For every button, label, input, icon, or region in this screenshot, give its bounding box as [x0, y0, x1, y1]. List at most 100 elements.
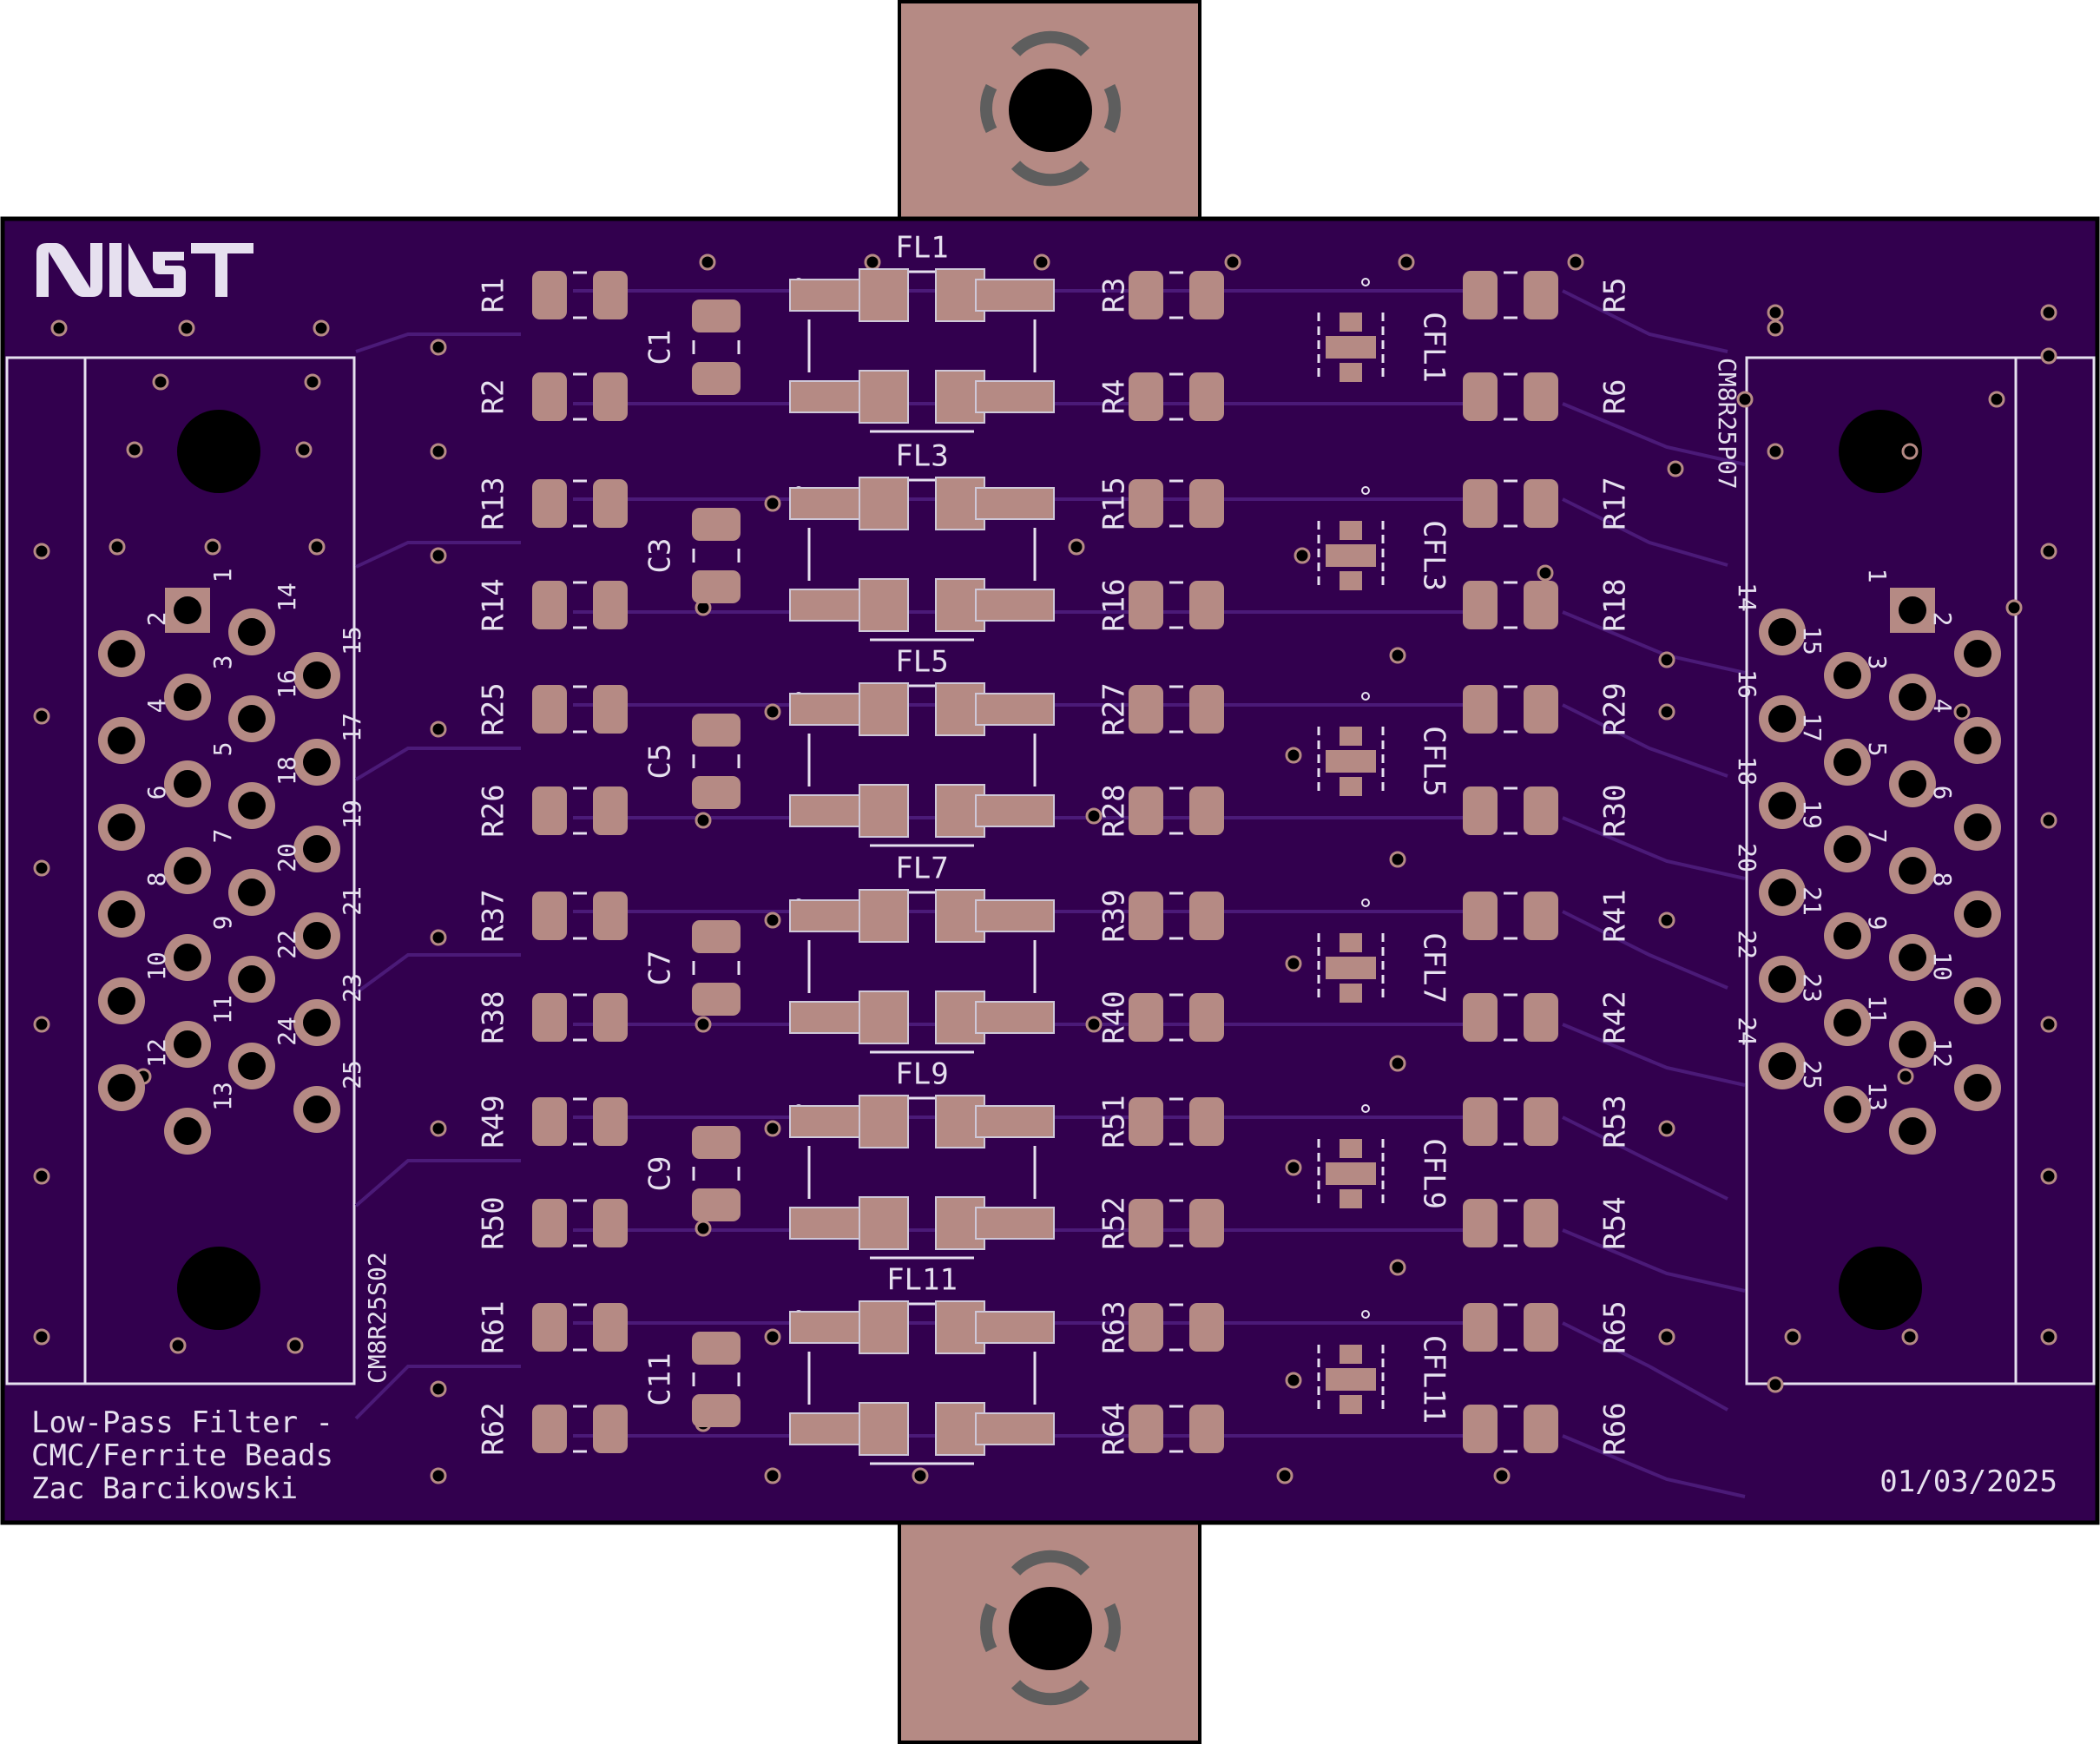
choke-pad	[975, 589, 1055, 622]
left-connector-outline	[5, 356, 356, 1385]
pin-label: 16	[1733, 669, 1761, 699]
via-icon	[50, 319, 68, 337]
via-icon	[430, 1120, 447, 1137]
via-icon	[109, 538, 126, 556]
pin-hole-icon	[108, 813, 135, 841]
left-connector-pins: 1234567891011121314151617181920212223242…	[98, 569, 366, 1155]
resistor-pad	[1524, 786, 1558, 835]
via-icon	[430, 721, 447, 738]
via-icon	[1658, 703, 1675, 721]
resistor-label: R38	[477, 990, 511, 1043]
via-icon	[1389, 851, 1406, 868]
choke-pad	[859, 1402, 909, 1456]
resistor-pad	[593, 1405, 628, 1453]
pin-hole-icon	[174, 770, 201, 798]
pin-hole-icon	[238, 1052, 266, 1080]
choke-pad	[859, 990, 909, 1044]
ferrite-pad	[1340, 1189, 1362, 1208]
resistor-label: R52	[1097, 1196, 1132, 1249]
pin-label: 20	[273, 843, 301, 872]
via-icon	[313, 319, 330, 337]
resistor-pad	[1129, 271, 1163, 319]
resistor-pad	[532, 1405, 567, 1453]
resistor-label: R16	[1097, 578, 1132, 631]
pin-label: 25	[338, 1060, 366, 1089]
resistor-pad	[1463, 372, 1498, 421]
pin-label: 6	[1928, 786, 1957, 800]
trace-line	[1562, 1321, 1728, 1412]
via-icon	[1389, 1259, 1406, 1276]
pin-label: 15	[338, 626, 366, 655]
choke-pad	[975, 487, 1055, 520]
via-icon	[1068, 538, 1085, 556]
via-icon	[1667, 460, 1684, 477]
resistor-label: R64	[1097, 1402, 1132, 1455]
trace-line	[1562, 1434, 1746, 1498]
resistor-pad	[1463, 271, 1498, 319]
pin-hole-icon	[238, 705, 266, 733]
resistor-pad	[1524, 1097, 1558, 1146]
resistor-label: R53	[1598, 1095, 1633, 1148]
choke-pad	[789, 1001, 869, 1034]
via-icon	[2005, 599, 2023, 616]
via-icon	[1285, 955, 1302, 972]
resistor-pad	[1129, 993, 1163, 1042]
choke-pad	[789, 1207, 869, 1240]
pin-label: 20	[1733, 843, 1761, 872]
trace-line	[1562, 402, 1746, 466]
resistor-pad	[1463, 993, 1498, 1042]
pin-label: 10	[142, 951, 171, 981]
note-line-2: CMC/Ferrite Beads	[31, 1438, 333, 1473]
via-icon	[1033, 253, 1050, 271]
resistor-label: R25	[477, 682, 511, 735]
capacitor-pad	[692, 714, 741, 747]
pin-hole-icon	[1833, 1009, 1861, 1037]
trace-line	[1562, 497, 1728, 567]
pin-hole-icon	[1964, 640, 1991, 668]
via-icon	[2040, 1016, 2057, 1033]
resistor-label: R18	[1598, 578, 1633, 631]
filter-label: FL9	[895, 1057, 948, 1092]
pin-hole-icon	[1899, 944, 1926, 971]
resistor-pad	[1524, 1405, 1558, 1453]
pin-hole-icon	[1964, 987, 1991, 1015]
via-icon	[764, 1120, 781, 1137]
right-connector-label: CM8R25P07	[1713, 358, 1741, 490]
pin-hole-icon	[1899, 770, 1926, 798]
pin-label: 5	[208, 742, 237, 757]
choke-pad	[975, 1105, 1055, 1138]
capacitor-label: C5	[643, 744, 678, 780]
pin-hole-icon	[303, 922, 331, 950]
via-icon	[308, 538, 326, 556]
via-icon	[764, 911, 781, 929]
pin-label: 8	[1928, 872, 1957, 887]
left-connector-label: CM8R25S02	[363, 1252, 392, 1384]
ferrite-pad	[1340, 1395, 1362, 1414]
resistor-pad	[1189, 786, 1224, 835]
mounting-hole-icon	[1009, 1587, 1092, 1670]
pin-hole-icon	[1833, 835, 1861, 863]
trace-line	[1562, 703, 1728, 778]
pin1-dot-icon	[1361, 278, 1370, 286]
choke-pad	[789, 794, 869, 827]
capacitor-pad	[692, 299, 741, 332]
right-connector-outline	[1745, 356, 2096, 1385]
capacitor-pad	[692, 920, 741, 953]
via-icon	[430, 1380, 447, 1398]
ferrite-pad	[1340, 777, 1362, 796]
choke-pad	[789, 589, 869, 622]
pin-hole-icon	[174, 596, 201, 624]
pin1-dot-icon	[1361, 1310, 1370, 1319]
resistor-pad	[532, 1303, 567, 1352]
resistor-pad	[1129, 786, 1163, 835]
choke-pad	[975, 693, 1055, 726]
pin-label: 1	[208, 569, 237, 583]
choke-pad	[975, 1412, 1055, 1445]
resistor-pad	[1129, 1405, 1163, 1453]
pin-hole-icon	[1899, 596, 1926, 624]
pin-label: 3	[208, 655, 237, 670]
choke-pad	[859, 784, 909, 838]
filter-label: FL5	[895, 645, 948, 680]
